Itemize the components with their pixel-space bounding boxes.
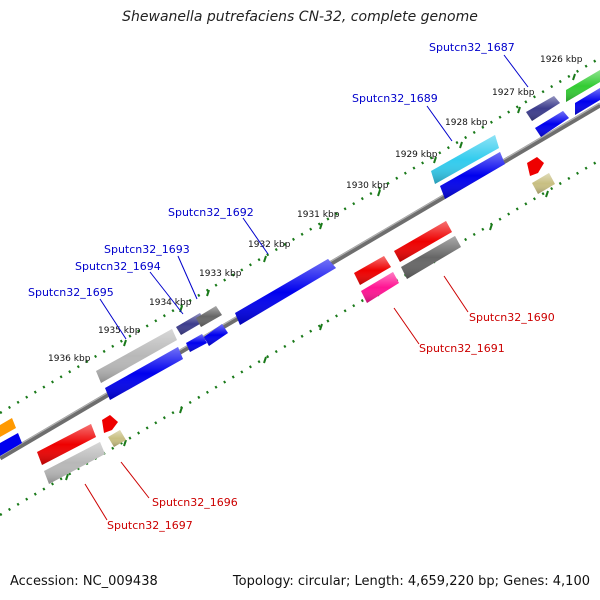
outer-tick-ruler <box>0 56 600 415</box>
gene-label-1687[interactable]: Sputcn32_1687 <box>429 41 515 54</box>
kbp-label: 1936 kbp <box>48 354 91 364</box>
kbp-label: 1930 kbp <box>346 181 389 191</box>
forward-genes <box>0 70 600 456</box>
gene-orange-edge[interactable] <box>0 418 16 437</box>
kbp-label: 1927 kbp <box>492 88 535 98</box>
gene-label-1694[interactable]: Sputcn32_1694 <box>75 260 161 273</box>
gene-1691[interactable] <box>361 272 399 303</box>
gene-red-small-right[interactable] <box>527 157 544 176</box>
genome-summary-text: Topology: circular; Length: 4,659,220 bp… <box>232 574 590 589</box>
gene-blue-1694b[interactable] <box>204 324 228 346</box>
inner-tick-ruler <box>0 158 600 517</box>
gene-unlabeled-blue-small[interactable] <box>535 111 569 137</box>
gene-label-1693[interactable]: Sputcn32_1693 <box>104 243 190 256</box>
gene-1690[interactable] <box>394 221 452 262</box>
kbp-label: 1929 kbp <box>395 150 438 160</box>
gene-unlabeled-purple[interactable] <box>526 96 560 121</box>
gene-labels: Sputcn32_1687 Sputcn32_1689 Sputcn32_169… <box>28 41 555 532</box>
kbp-labels: 1926 kbp 1927 kbp 1928 kbp 1929 kbp 1930… <box>48 55 583 364</box>
gene-blue-1689b[interactable] <box>440 152 505 199</box>
gene-label-1695[interactable]: Sputcn32_1695 <box>28 286 114 299</box>
gene-1692[interactable] <box>235 259 336 325</box>
kbp-label: 1935 kbp <box>98 326 141 336</box>
gene-blue-edge[interactable] <box>0 433 22 456</box>
kbp-label: 1928 kbp <box>445 118 488 128</box>
gene-1688[interactable] <box>575 88 600 115</box>
gene-label-1696[interactable]: Sputcn32_1696 <box>152 496 238 509</box>
forward-leader-lines <box>99 54 529 340</box>
gene-1689[interactable] <box>431 135 499 184</box>
gene-1695[interactable] <box>96 329 177 383</box>
gene-label-1692[interactable]: Sputcn32_1692 <box>168 206 254 219</box>
gene-blue-long[interactable] <box>105 347 183 400</box>
accession-text: Accession: NC_009438 <box>10 574 158 589</box>
gene-label-1690[interactable]: Sputcn32_1690 <box>469 311 555 324</box>
gene-1694[interactable] <box>186 334 207 352</box>
outer-major-ticks <box>123 73 576 347</box>
gene-label-1689[interactable]: Sputcn32_1689 <box>352 92 438 105</box>
gene-1687[interactable] <box>566 70 600 102</box>
kbp-label: 1931 kbp <box>297 210 340 220</box>
kbp-label: 1933 kbp <box>199 269 242 279</box>
map-title: Shewanella putrefaciens CN-32, complete … <box>122 9 478 25</box>
kbp-label: 1926 kbp <box>540 55 583 65</box>
gene-gray-1690b[interactable] <box>401 236 461 279</box>
gene-gray-1693b[interactable] <box>196 306 222 327</box>
gene-red-1697b[interactable] <box>37 424 96 465</box>
gene-1697[interactable] <box>44 442 105 484</box>
reverse-genes <box>37 157 555 484</box>
gene-red-1691a[interactable] <box>354 256 391 285</box>
gene-label-1691[interactable]: Sputcn32_1691 <box>419 342 505 355</box>
gene-label-1697[interactable]: Sputcn32_1697 <box>107 519 193 532</box>
gene-1696[interactable] <box>108 430 126 447</box>
gene-red-small-left[interactable] <box>102 415 118 433</box>
kbp-label: 1932 kbp <box>248 240 291 250</box>
gene-khaki-right[interactable] <box>532 173 555 194</box>
kbp-label: 1934 kbp <box>149 298 192 308</box>
reverse-leader-lines <box>84 275 469 521</box>
